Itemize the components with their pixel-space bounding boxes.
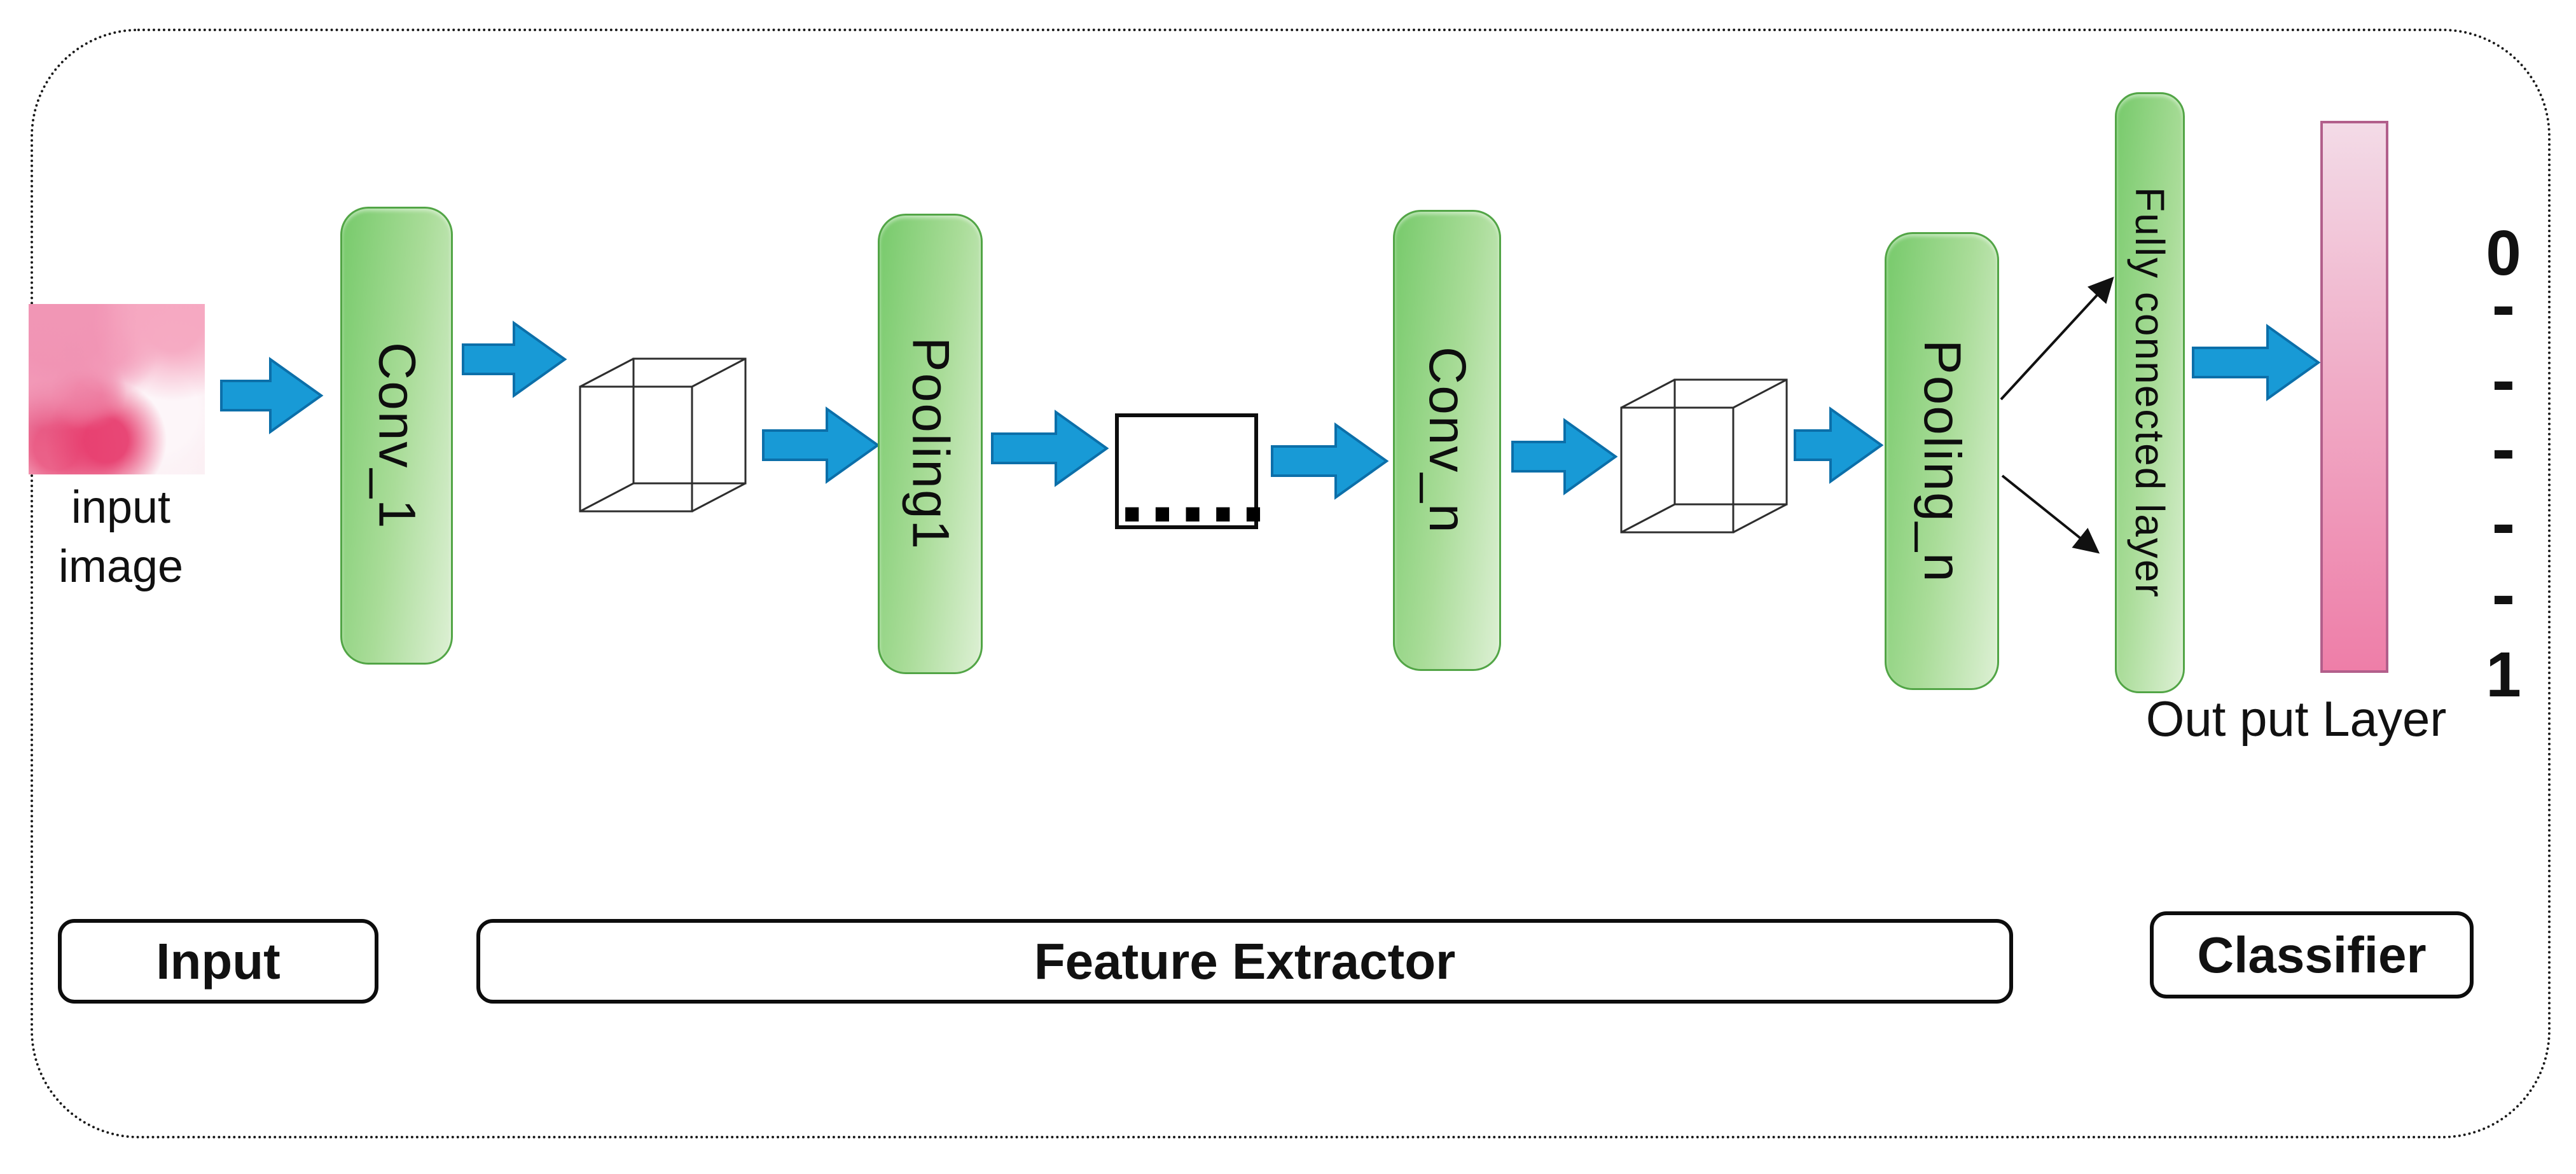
output-layer-bar bbox=[2320, 121, 2388, 673]
flow-arrow-icon bbox=[762, 406, 880, 484]
diagram-border bbox=[31, 29, 2551, 1138]
feature-cube-icon bbox=[579, 357, 747, 513]
scale-top-label: 0 bbox=[2486, 218, 2521, 289]
flow-arrow-icon bbox=[462, 321, 567, 398]
section-input-label: Input bbox=[156, 932, 280, 990]
input-image-caption: input image bbox=[19, 478, 223, 597]
layer-conv1-box: Conv_1 bbox=[340, 207, 453, 665]
section-box-feature-extractor: Feature Extractor bbox=[476, 919, 2013, 1004]
scale-tick: - bbox=[2491, 484, 2516, 562]
section-box-input: Input bbox=[58, 919, 378, 1004]
output-layer-label: Out put Layer bbox=[2145, 691, 2447, 747]
flow-arrow-icon bbox=[1511, 418, 1618, 495]
layer-poolingn-label: Pooling_n bbox=[1913, 339, 1971, 583]
fan-arrow-icon bbox=[2000, 277, 2114, 554]
feature-cube-icon bbox=[1620, 378, 1788, 534]
scale-tick: - bbox=[2491, 555, 2516, 633]
flow-arrow-icon bbox=[991, 410, 1109, 487]
scale-tick: - bbox=[2491, 341, 2516, 419]
section-classifier-label: Classifier bbox=[2197, 926, 2427, 983]
input-caption-line2: image bbox=[58, 541, 184, 592]
flow-arrow-icon bbox=[220, 357, 324, 434]
scale-bottom-label: 1 bbox=[2486, 639, 2521, 710]
section-feature-extractor-label: Feature Extractor bbox=[1034, 932, 1456, 990]
flow-arrow-icon bbox=[2192, 324, 2321, 401]
scale-tick: - bbox=[2491, 410, 2516, 488]
flow-arrow-icon bbox=[1271, 422, 1389, 500]
layer-poolingn-box: Pooling_n bbox=[1885, 232, 1999, 690]
section-box-classifier: Classifier bbox=[2150, 911, 2474, 998]
layer-fully-connected-label: Fully connected layer bbox=[2127, 187, 2173, 598]
flow-arrow-icon bbox=[1794, 406, 1884, 484]
gap-dots-label: ..... bbox=[1119, 435, 1271, 542]
layer-convn-label: Conv_n bbox=[1418, 347, 1476, 534]
layer-pooling1-label: Pooling1 bbox=[901, 337, 960, 551]
layer-conv1-label: Conv_1 bbox=[368, 342, 426, 530]
input-caption-line1: input bbox=[71, 482, 171, 533]
layer-pooling1-box: Pooling1 bbox=[878, 214, 983, 674]
layer-convn-box: Conv_n bbox=[1393, 210, 1501, 671]
hidden-layers-gap-box: ..... bbox=[1115, 413, 1271, 542]
layer-fully-connected-box: Fully connected layer bbox=[2115, 92, 2185, 693]
input-image-thumbnail bbox=[29, 304, 205, 474]
scale-tick: - bbox=[2491, 266, 2516, 344]
